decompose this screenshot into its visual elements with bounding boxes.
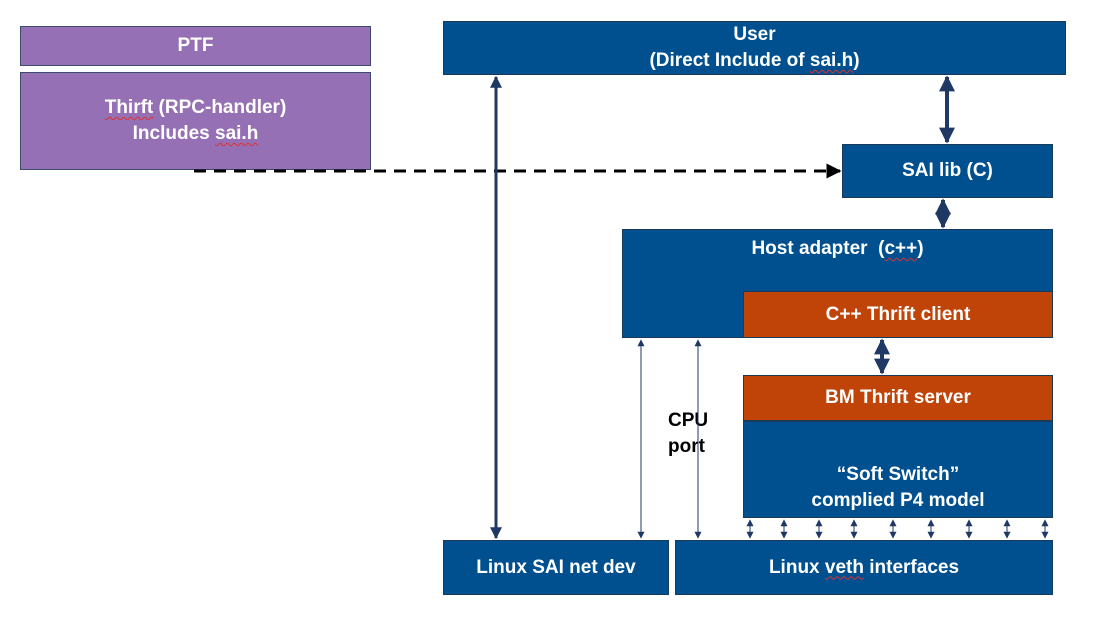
linux-veth-suffix: interfaces xyxy=(863,556,960,578)
host-adapter-prefix: Host adapter ( xyxy=(751,238,885,259)
host-adapter-title: Host adapter (c++) xyxy=(623,236,1052,262)
linux-sai-net-dev-label: Linux SAI net dev xyxy=(476,556,636,578)
bm-thrift-server-box: BM Thrift server xyxy=(743,375,1053,421)
linux-sai-net-dev-box: Linux SAI net dev xyxy=(443,540,669,595)
thrift-rpc-handler-box: Thirft (RPC-handler) Includes sai.h xyxy=(20,72,371,170)
linux-veth-label: Linux veth interfaces xyxy=(769,555,959,581)
thrift-handler-line1: Thirft (RPC-handler) xyxy=(105,95,287,121)
soft-switch-line2: complied P4 model xyxy=(811,490,985,511)
thrift-handler-word: Thirft xyxy=(104,97,154,118)
host-adapter-suffix: ) xyxy=(917,238,924,259)
ptf-box: PTF xyxy=(20,26,371,66)
sai-h-word: sai.h xyxy=(215,123,259,144)
soft-switch-text: “Soft Switch” complied P4 model xyxy=(744,462,1052,514)
soft-switch-box: “Soft Switch” complied P4 model xyxy=(743,421,1053,518)
user-title: User xyxy=(733,24,776,45)
cpp-thrift-client-box: C++ Thrift client xyxy=(743,291,1053,338)
soft-switch-line1: “Soft Switch” xyxy=(836,464,960,485)
sai-lib-box: SAI lib (C) xyxy=(842,144,1053,198)
thrift-handler-rest: (RPC-handler) xyxy=(153,97,287,118)
user-subtitle-prefix: (Direct Include of xyxy=(649,50,810,71)
bm-thrift-server-label: BM Thrift server xyxy=(825,387,971,408)
host-adapter-cpp-word: c++ xyxy=(884,238,918,259)
linux-veth-box: Linux veth interfaces xyxy=(675,540,1053,595)
thrift-handler-line2: Includes sai.h xyxy=(133,121,259,147)
user-sai-h-word: sai.h xyxy=(809,50,854,71)
cpp-thrift-client-label: C++ Thrift client xyxy=(825,303,971,325)
sai-lib-label: SAI lib (C) xyxy=(902,160,993,181)
user-subtitle-suffix: ) xyxy=(853,50,860,71)
soft-switch-port-arrows xyxy=(746,519,1049,539)
ptf-title: PTF xyxy=(177,35,214,56)
linux-veth-prefix: Linux xyxy=(768,556,825,578)
veth-word: veth xyxy=(824,556,864,578)
includes-prefix: Includes xyxy=(132,123,216,144)
user-box: User (Direct Include of sai.h) xyxy=(443,21,1066,75)
user-subtitle: (Direct Include of sai.h) xyxy=(649,48,859,74)
